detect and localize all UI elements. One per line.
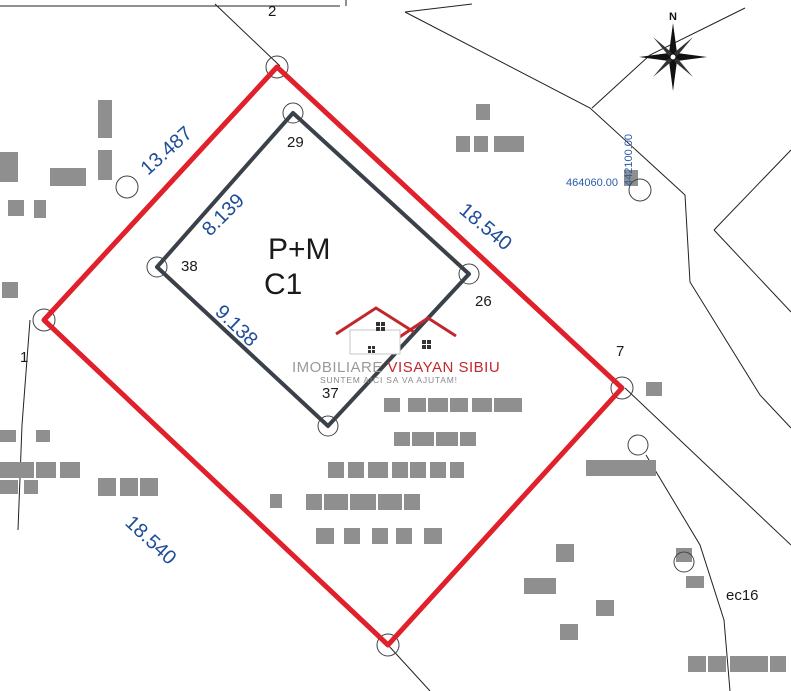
watermark-logo: IMOBILIARE VISAYAN SIBIU SUNTEM AICI SA …: [292, 306, 500, 385]
north-arrow-icon: N: [639, 11, 707, 91]
dimension-plot-top-right: 18.540: [455, 199, 516, 255]
dimension-plot-bottom-left: 18.540: [121, 512, 181, 570]
obscured-text-blocks: [0, 100, 786, 672]
point-label-26: 26: [475, 293, 492, 310]
point-label-38: 38: [181, 258, 198, 275]
svg-text:IMOBILIARE VISAYAN SIBIU: IMOBILIARE VISAYAN SIBIU: [292, 359, 500, 376]
dimension-plot-top-left: 13.487: [137, 122, 197, 179]
partial-parcel-label: ec16: [726, 587, 759, 604]
watermark-slogan: SUNTEM AICI SA VA AJUTAM!: [320, 375, 458, 385]
north-letter: N: [669, 11, 677, 23]
watermark-name-part1: IMOBILIARE: [292, 359, 383, 376]
house-logo-icon: [335, 306, 457, 355]
building-footprint: [155, 111, 471, 428]
building-code-label: C1: [264, 268, 302, 301]
survey-marker-circles: [32, 55, 695, 657]
coordinate-x-label: 464060.00: [566, 177, 618, 189]
building-corner-circles: [146, 102, 480, 437]
point-label-37: 37: [322, 385, 339, 402]
dimension-building-top-left: 8.139: [198, 190, 249, 241]
watermark-name-part2: VISAYAN SIBIU: [388, 359, 501, 376]
building-type-label: P+M: [268, 233, 331, 266]
point-label-1: 1: [20, 349, 28, 366]
point-label-29: 29: [287, 134, 304, 151]
plot-outline: [41, 64, 625, 648]
point-label-7: 7: [616, 343, 624, 360]
top-point-label: 2: [268, 3, 276, 20]
coordinate-y-label: 442100.00: [623, 134, 635, 186]
